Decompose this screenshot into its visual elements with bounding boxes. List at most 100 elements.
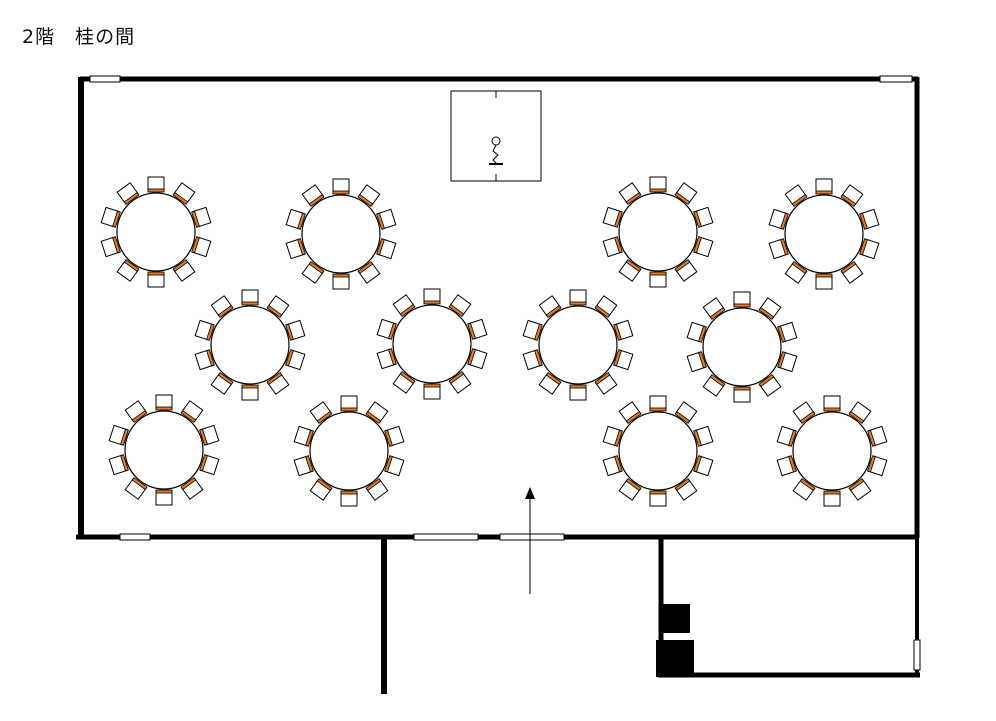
chair — [867, 425, 888, 447]
chair — [180, 400, 204, 423]
chair — [309, 401, 333, 424]
chair — [784, 184, 808, 207]
chair — [210, 372, 234, 395]
chair — [776, 455, 797, 477]
round-table-5 — [108, 394, 220, 506]
chair — [859, 208, 880, 230]
chair — [301, 184, 325, 207]
chair — [365, 478, 389, 501]
chair — [285, 319, 306, 341]
chair — [266, 295, 290, 318]
chair — [376, 348, 397, 370]
chair — [357, 184, 381, 207]
entrance-arrow-icon — [525, 487, 535, 594]
chair — [686, 321, 707, 343]
table-top — [618, 192, 698, 272]
chair — [376, 238, 397, 260]
chair — [340, 490, 358, 507]
round-table-1 — [100, 176, 212, 288]
chair — [867, 455, 888, 477]
chair — [147, 176, 165, 193]
openings — [89, 75, 921, 671]
chair — [649, 490, 667, 507]
chair — [693, 455, 714, 477]
chair — [467, 318, 488, 340]
stage-box — [450, 90, 542, 182]
window-top-left — [89, 75, 121, 83]
chair — [693, 236, 714, 258]
chair — [859, 238, 880, 260]
chair — [649, 395, 667, 412]
table-top — [116, 192, 196, 272]
chair — [649, 271, 667, 288]
chair — [357, 261, 381, 284]
chair — [293, 455, 314, 477]
chair — [840, 261, 864, 284]
chair — [815, 178, 833, 195]
chair — [602, 425, 623, 447]
chair — [285, 349, 306, 371]
chair — [602, 236, 623, 258]
chair — [602, 206, 623, 228]
chair — [674, 259, 698, 282]
podium-with-speaker-icon — [489, 136, 503, 165]
chair — [309, 478, 333, 501]
chair — [384, 455, 405, 477]
chair — [613, 319, 634, 341]
chair — [594, 372, 618, 395]
chair — [116, 259, 140, 282]
chair — [285, 238, 306, 260]
table-top — [618, 411, 698, 491]
chair — [155, 489, 173, 506]
chair — [777, 351, 798, 373]
chair — [241, 289, 259, 306]
tables — [100, 176, 888, 507]
round-table-2 — [285, 178, 397, 290]
table-top — [392, 304, 472, 384]
round-table-4 — [376, 288, 488, 400]
chair — [124, 400, 148, 423]
door-bottom-1 — [119, 533, 151, 541]
chair — [815, 273, 833, 290]
chair — [733, 386, 751, 403]
annex-pillar-large — [656, 640, 694, 677]
chair — [674, 182, 698, 205]
chair — [840, 184, 864, 207]
chair — [155, 394, 173, 411]
chair — [172, 182, 196, 205]
round-table-9 — [522, 289, 634, 401]
chair — [423, 288, 441, 305]
chair — [194, 319, 215, 341]
chair — [649, 176, 667, 193]
chair — [792, 478, 816, 501]
chair — [613, 349, 634, 371]
chair — [618, 478, 642, 501]
chair — [702, 297, 726, 320]
chair — [467, 348, 488, 370]
chair — [848, 401, 872, 424]
chair — [768, 208, 789, 230]
door-bottom-2 — [413, 533, 479, 541]
floor-plan-title: 2階 桂の間 — [22, 26, 136, 48]
chair — [301, 261, 325, 284]
chair — [191, 206, 212, 228]
chair — [758, 374, 782, 397]
chair — [365, 401, 389, 424]
chair — [448, 294, 472, 317]
table-top — [210, 305, 290, 385]
chair — [172, 259, 196, 282]
round-table-6 — [293, 395, 405, 507]
chair — [686, 351, 707, 373]
table-top — [702, 307, 782, 387]
round-table-7 — [602, 176, 714, 288]
chair — [392, 294, 416, 317]
table-top — [301, 194, 381, 274]
chair — [693, 206, 714, 228]
stage — [450, 90, 542, 182]
chair — [241, 384, 259, 401]
chair — [180, 477, 204, 500]
table-top — [124, 410, 204, 490]
chair — [147, 271, 165, 288]
window-annex-right — [913, 639, 921, 671]
